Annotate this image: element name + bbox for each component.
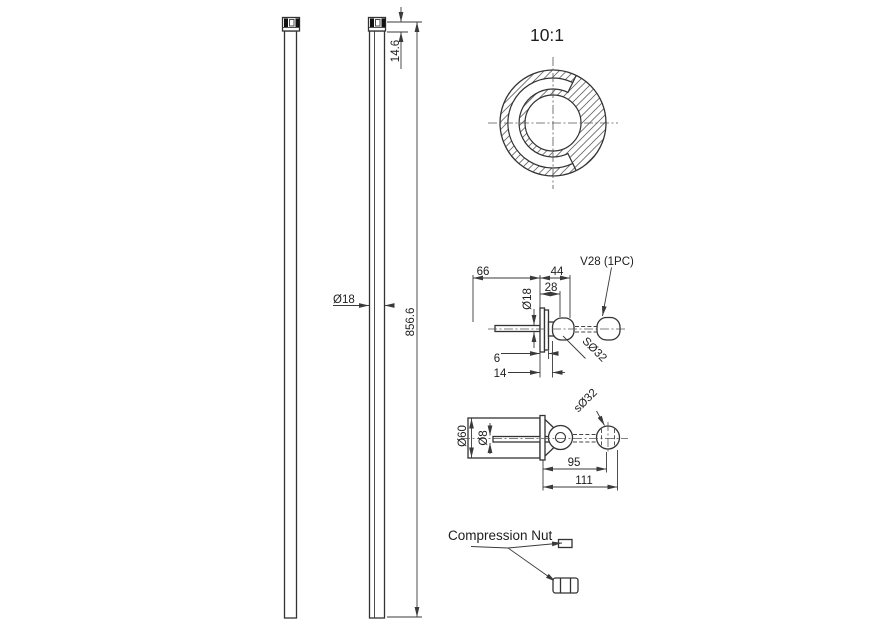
compression-nut-label: Compression Nut xyxy=(448,528,553,543)
detail2-cone-top xyxy=(544,419,555,429)
dim-text-856-6: 856.6 xyxy=(405,308,417,337)
callout-sphere-dia-lower: sØ32 xyxy=(572,387,605,426)
dimension-6: 6 xyxy=(494,351,559,378)
dimension-44: 44 xyxy=(539,266,571,318)
dim-text-so32-lower: sØ32 xyxy=(572,387,600,415)
detail1-flange-disc xyxy=(539,307,546,353)
dimension-66: 66 xyxy=(472,266,540,322)
dim-text-dia8: Ø8 xyxy=(478,430,490,445)
dimension-28: 28 xyxy=(540,282,561,317)
left-rod-cap xyxy=(281,16,301,32)
dim-text-6: 6 xyxy=(494,353,500,365)
callout-v28: V28 (1PC) xyxy=(580,256,634,317)
detail2-cone-bottom xyxy=(544,446,555,457)
left-rod-body xyxy=(283,30,298,619)
nut-leader-2 xyxy=(507,541,563,549)
section-view-10-1: 10:1 xyxy=(488,25,618,189)
dimension-dia8: Ø8 xyxy=(478,423,493,454)
detail2-flange xyxy=(539,414,546,461)
nut-leader-3 xyxy=(507,547,556,582)
slot-end-step-bottom xyxy=(572,163,577,171)
dim-text-dia18-main: Ø18 xyxy=(333,294,355,306)
compression-nut-callout: Compression Nut xyxy=(448,528,579,594)
dim-text-14: 14 xyxy=(494,368,507,380)
dim-text-95: 95 xyxy=(568,457,581,469)
dim-text-44: 44 xyxy=(551,266,564,278)
dim-text-66: 66 xyxy=(477,266,490,278)
dim-text-111: 111 xyxy=(575,475,592,487)
dimension-95: 95 xyxy=(542,452,607,491)
right-rod-cap xyxy=(367,16,387,32)
right-rod-body xyxy=(368,30,386,619)
slot-end-step-top xyxy=(572,75,577,83)
dim-text-14-6: 14.6 xyxy=(390,40,402,62)
detail1-rod xyxy=(494,324,541,333)
detail-ball-end: 66 44 28 Ø18 6 14 xyxy=(472,256,634,380)
callout-sphere-dia-upper: SØ32 xyxy=(562,335,609,365)
dimension-total-length: 856.6 xyxy=(387,22,422,618)
dimension-rod-diameter: Ø18 xyxy=(333,294,395,308)
dim-text-dia18-detail: Ø18 xyxy=(522,288,534,310)
main-view-rods: 14.6 856.6 Ø18 xyxy=(281,7,422,619)
detail-socket-end: Ø60 Ø8 sØ32 95 111 xyxy=(457,387,628,491)
compression-nut-large xyxy=(552,577,579,594)
dim-text-28: 28 xyxy=(545,282,558,294)
scale-label: 10:1 xyxy=(530,25,564,45)
dimension-dia60: Ø60 xyxy=(457,418,474,458)
detail2-eye-bore xyxy=(554,431,567,444)
nut-leader-1 xyxy=(470,546,509,549)
dimension-dia18-detail: Ø18 xyxy=(522,288,537,348)
dimension-14: 14 xyxy=(494,341,565,380)
callout-text-v28: V28 (1PC) xyxy=(580,256,634,268)
dim-text-dia60: Ø60 xyxy=(457,425,469,447)
dimension-111: 111 xyxy=(543,450,618,491)
